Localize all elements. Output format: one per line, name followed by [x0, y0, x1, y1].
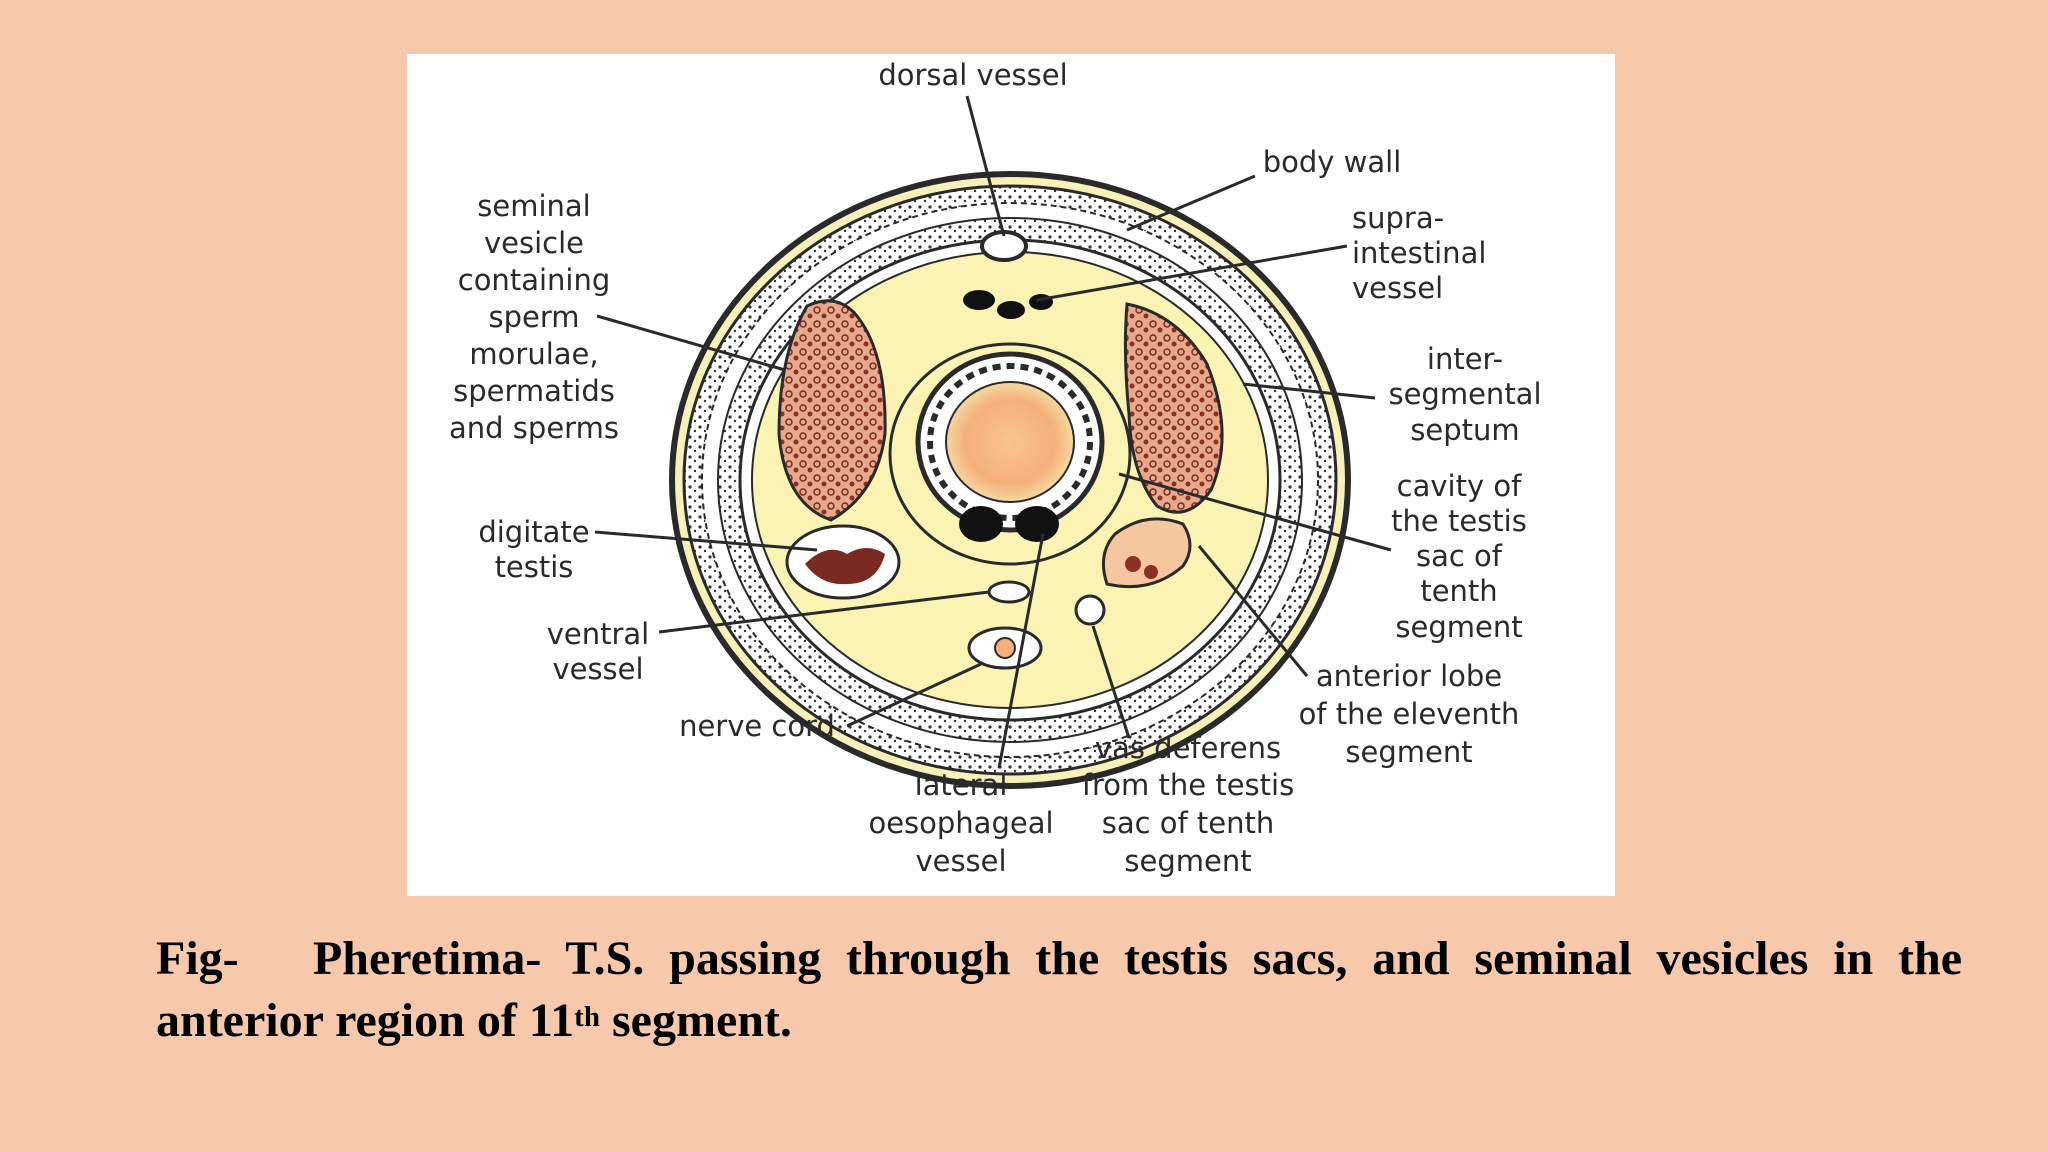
- caption-prefix: Fig-: [156, 932, 239, 985]
- label-anterior-lobe-line1: anterior lobe: [1316, 659, 1502, 693]
- label-lateral-oesophageal-line3: vessel: [915, 844, 1006, 878]
- label-vas-deferens-line3: sac of tenth: [1102, 806, 1275, 840]
- label-vas-deferens-line2: from the testis: [1082, 768, 1294, 802]
- leader-lines: [594, 95, 1392, 769]
- caption-suffix: segment.: [599, 994, 792, 1047]
- caption-text: Pheretima- T.S. passing through the test…: [156, 932, 1963, 1047]
- label-lateral-oesophageal-line1: lateral: [915, 768, 1008, 802]
- label-nerve-cord: nerve cord: [679, 709, 835, 743]
- ventral-vessel: [987, 580, 1031, 604]
- diagram-labels: dorsal vessel body wall supra- intestina…: [449, 58, 1541, 878]
- label-body-wall: body wall: [1263, 145, 1402, 179]
- digitate-testis: [785, 524, 901, 600]
- seminal-vesicle-right: [1123, 302, 1224, 514]
- caption-superscript: th: [574, 1001, 600, 1033]
- label-inter-segmental-line1: inter-: [1427, 342, 1503, 376]
- label-seminal-vesicle-line6: spermatids: [453, 374, 615, 408]
- label-ventral-vessel-line2: vessel: [552, 652, 643, 686]
- label-digitate-testis-line1: digitate: [478, 515, 589, 549]
- supra-intestinal-vessel: [963, 290, 1053, 319]
- earthworm-cross-section-diagram: dorsal vessel body wall supra- intestina…: [449, 58, 1541, 878]
- lateral-oesophageal-vessels: [959, 506, 1059, 542]
- label-seminal-vesicle-line7: and sperms: [449, 411, 619, 445]
- label-digitate-testis-line2: testis: [495, 550, 574, 584]
- seminal-vesicle-left: [777, 299, 887, 522]
- label-supra-intestinal-line2: intestinal: [1352, 236, 1486, 270]
- nerve-cord: [967, 626, 1043, 670]
- dorsal-vessel: [980, 230, 1028, 262]
- label-anterior-lobe-line3: segment: [1345, 735, 1472, 769]
- label-anterior-lobe-line2: of the eleventh: [1299, 697, 1520, 731]
- label-cavity-testis-line3: sac of: [1416, 539, 1503, 573]
- label-supra-intestinal-line1: supra-: [1352, 201, 1444, 235]
- label-seminal-vesicle-line4: sperm: [488, 300, 579, 334]
- label-inter-segmental-line3: septum: [1410, 413, 1519, 447]
- label-seminal-vesicle-line1: seminal: [477, 189, 590, 223]
- label-supra-intestinal-line3: vessel: [1352, 271, 1443, 305]
- label-seminal-vesicle-line5: morulae,: [469, 337, 598, 371]
- figure-caption: Fig- Pheretima- T.S. passing through the…: [156, 928, 1962, 1052]
- label-seminal-vesicle-line3: containing: [458, 263, 611, 297]
- label-cavity-testis-line1: cavity of: [1397, 469, 1522, 503]
- label-dorsal-vessel: dorsal vessel: [878, 58, 1067, 92]
- label-cavity-testis-line4: tenth: [1420, 574, 1497, 608]
- label-inter-segmental-line2: segmental: [1388, 377, 1541, 411]
- gut: [888, 342, 1132, 566]
- label-lateral-oesophageal-line2: oesophageal: [868, 806, 1053, 840]
- label-vas-deferens-line1: vas deferens: [1095, 731, 1281, 765]
- anterior-lobe: [1101, 517, 1192, 589]
- label-seminal-vesicle-line2: vesicle: [484, 226, 584, 260]
- label-cavity-testis-line2: the testis: [1391, 504, 1527, 538]
- label-cavity-testis-line5: segment: [1395, 610, 1522, 644]
- vas-deferens: [1074, 594, 1106, 626]
- diagram-panel: dorsal vessel body wall supra- intestina…: [407, 54, 1615, 896]
- label-ventral-vessel-line1: ventral: [547, 617, 650, 651]
- label-vas-deferens-line4: segment: [1124, 844, 1251, 878]
